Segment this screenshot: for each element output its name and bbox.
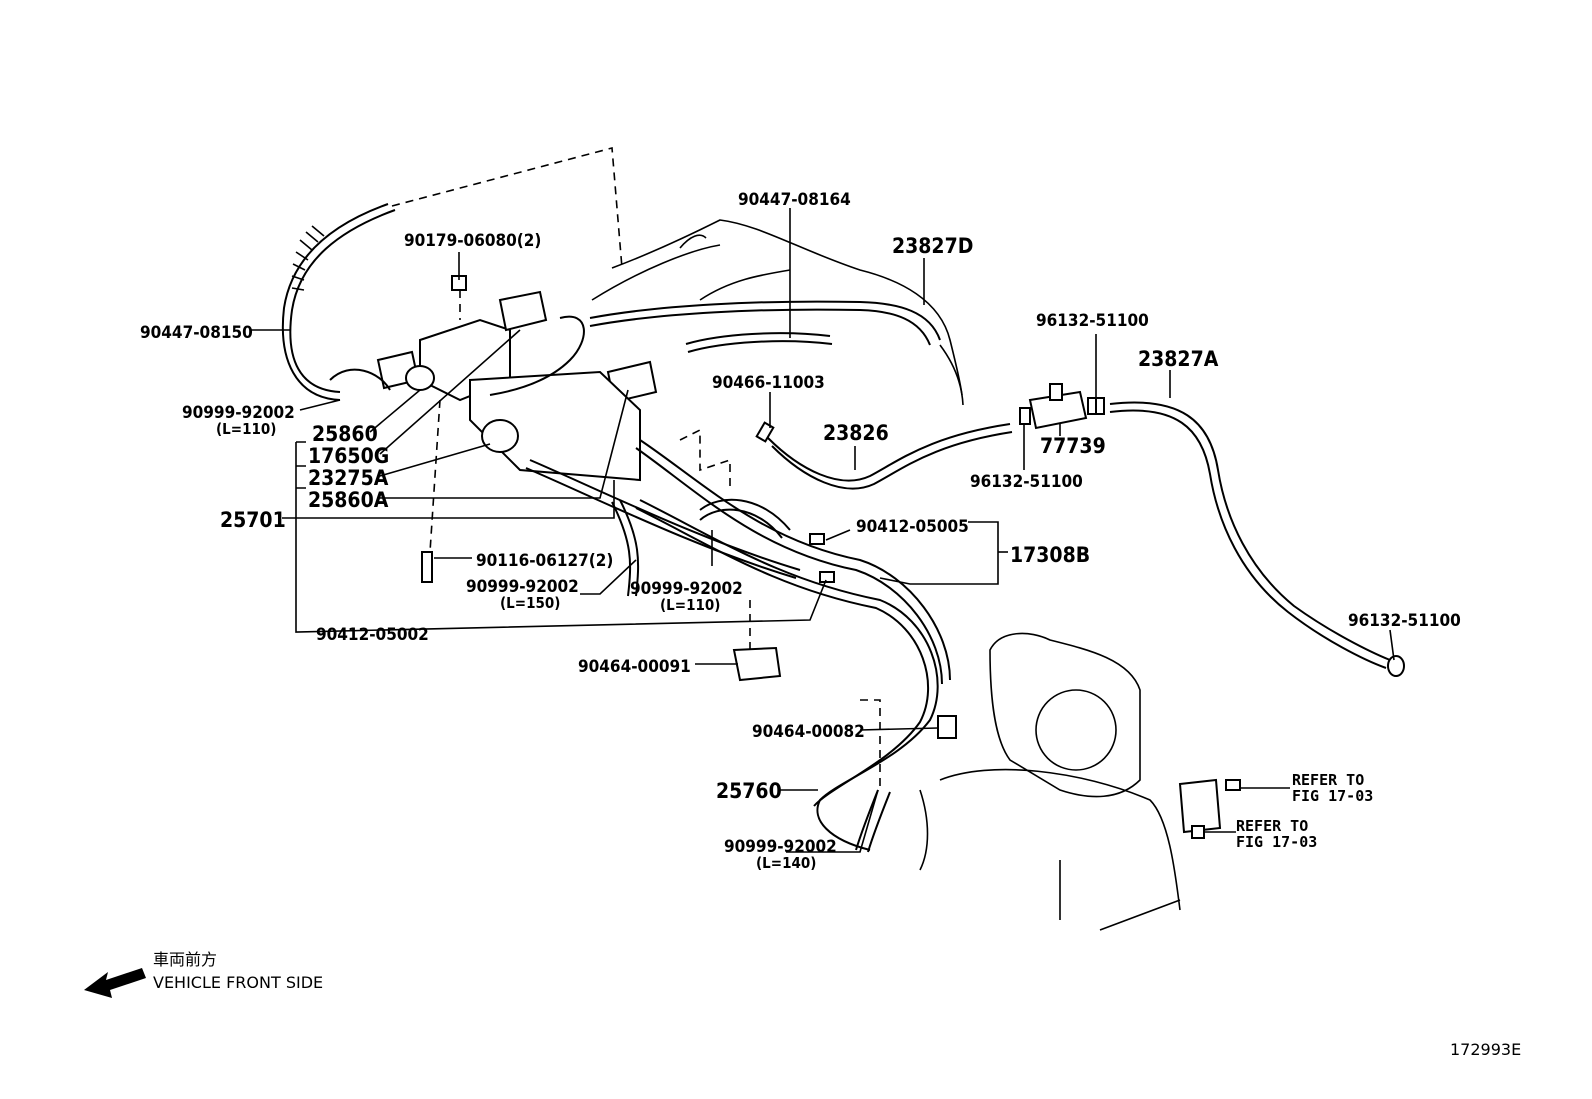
label-96132-51100-mid: 96132-51100 [970,472,1083,492]
vsv-bracket-assembly [329,290,658,482]
hose-23827A [1109,401,1405,677]
label-refer-2-line2: FIG 17-03 [1236,833,1317,851]
label-90999-92002-a-len: (L=110) [216,420,276,438]
part-labels: 90447-08150 90179-06080(2) 90447-08164 2… [140,190,1461,872]
label-90999-92002-b-len: (L=150) [500,594,560,612]
hose-23826 [767,423,1013,490]
label-90999-92002-c: 90999-92002 [630,579,743,599]
front-label-jp: 車両前方 [153,950,217,969]
label-refer-1-line2: FIG 17-03 [1292,787,1373,805]
label-90412-05005: 90412-05005 [856,517,969,537]
label-23827D: 23827D [892,234,973,258]
label-refer-1-line1: REFER TO [1292,771,1364,789]
leader-lines [250,208,1395,853]
label-90466-11003: 90466-11003 [712,373,825,393]
front-label-en: VEHICLE FRONT SIDE [153,973,323,992]
vehicle-front-indicator: 車両前方 VEHICLE FRONT SIDE [84,950,323,998]
vsv-right [1178,778,1241,839]
hose-90447-08164 [589,300,941,353]
label-90999-92002-d-len: (L=140) [756,854,816,872]
label-17308B: 17308B [1010,543,1090,567]
throttle-body-outline [919,632,1181,931]
label-90464-00091: 90464-00091 [578,657,691,677]
label-96132-51100-right: 96132-51100 [1348,611,1461,631]
label-90464-00082: 90464-00082 [752,722,865,742]
label-25860A: 25860A [308,488,389,512]
label-90999-92002-b: 90999-92002 [466,577,579,597]
label-90412-05002: 90412-05002 [316,625,429,645]
label-25760: 25760 [716,779,782,803]
label-25860: 25860 [312,422,378,446]
label-90116-06127: 90116-06127(2) [476,551,613,571]
hose-90447-08150 [282,203,396,401]
label-90999-92002-d: 90999-92002 [724,837,837,857]
hose-bundle-lower [525,439,951,853]
label-90999-92002-c-len: (L=110) [660,596,720,614]
label-90179-06080: 90179-06080(2) [404,231,541,251]
engine-outline [391,146,964,406]
label-17650G: 17650G [308,444,389,468]
label-23827A: 23827A [1138,347,1219,371]
label-90999-92002-a: 90999-92002 [182,403,295,423]
label-90447-08150: 90447-08150 [140,323,253,343]
label-90447-08164: 90447-08164 [738,190,851,210]
label-23275A: 23275A [308,466,389,490]
label-refer-2-line1: REFER TO [1236,817,1308,835]
label-25701: 25701 [220,508,286,532]
valve-77739 [1019,383,1105,430]
front-arrow-icon [84,968,146,998]
fittings [421,275,1097,739]
label-77739: 77739 [1040,434,1106,458]
label-96132-51100-top: 96132-51100 [1036,311,1149,331]
label-23826: 23826 [823,421,889,445]
phantom-lines [429,290,881,790]
figure-id: 172993E [1450,1040,1521,1059]
